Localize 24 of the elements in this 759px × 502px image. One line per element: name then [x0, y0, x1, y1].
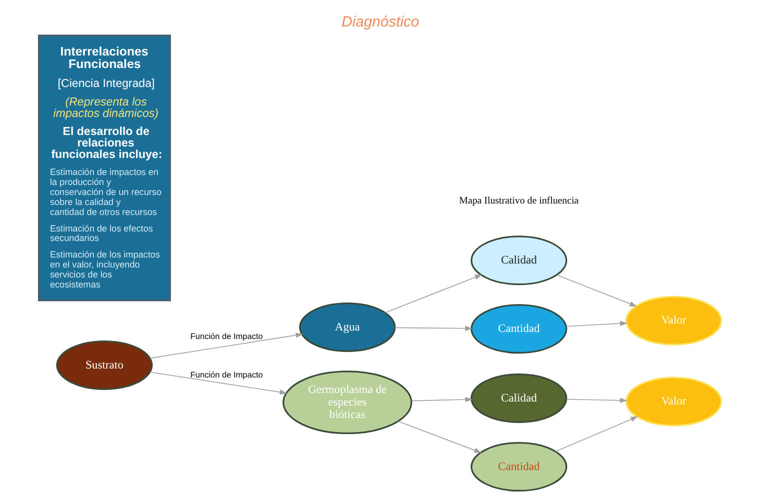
node-ellipse: Cantidad — [470, 304, 567, 354]
diagram-title: Diagnóstico — [341, 14, 419, 30]
node-box: Interrelaciones Funcionales [Ciencia Integrada] (Representa los impactos dinámicos) El desarrollo de relaciones funcionales incluye: Estimación de impactos en la producción y conservación de un recurso sobre la calidad y cantidad de otros recursos Estimación de los efectos secundarios Estimación de los impactos en el valor, incluyendo servicios de los ecosistemas — [38, 34, 170, 301]
node-ellipse: Agua — [298, 302, 396, 352]
node-ellipse: Valor — [624, 295, 722, 345]
arrow — [394, 325, 472, 330]
arrow — [565, 320, 628, 326]
arrow — [149, 332, 303, 358]
node-ellipse: Valor — [624, 376, 722, 426]
node-ellipse: Calidad — [470, 372, 567, 422]
node-ellipse: Sustrato — [56, 340, 152, 390]
arrow — [149, 371, 287, 394]
node-ellipse: Calidad — [470, 235, 567, 285]
arrow — [384, 274, 482, 313]
node-ellipse: Germoplasma de especies bióticas — [282, 370, 412, 434]
arrow — [410, 396, 472, 402]
edge-label: Función de Impacto — [190, 331, 262, 340]
label: Mapa Ilustrativo de influencia — [458, 194, 578, 206]
node-ellipse: Cantidad — [470, 442, 567, 492]
arrow — [554, 416, 638, 452]
arrow — [397, 420, 482, 452]
edge-label: Función de Impacto — [190, 370, 262, 380]
arrow — [556, 274, 637, 306]
arrow — [566, 397, 627, 402]
